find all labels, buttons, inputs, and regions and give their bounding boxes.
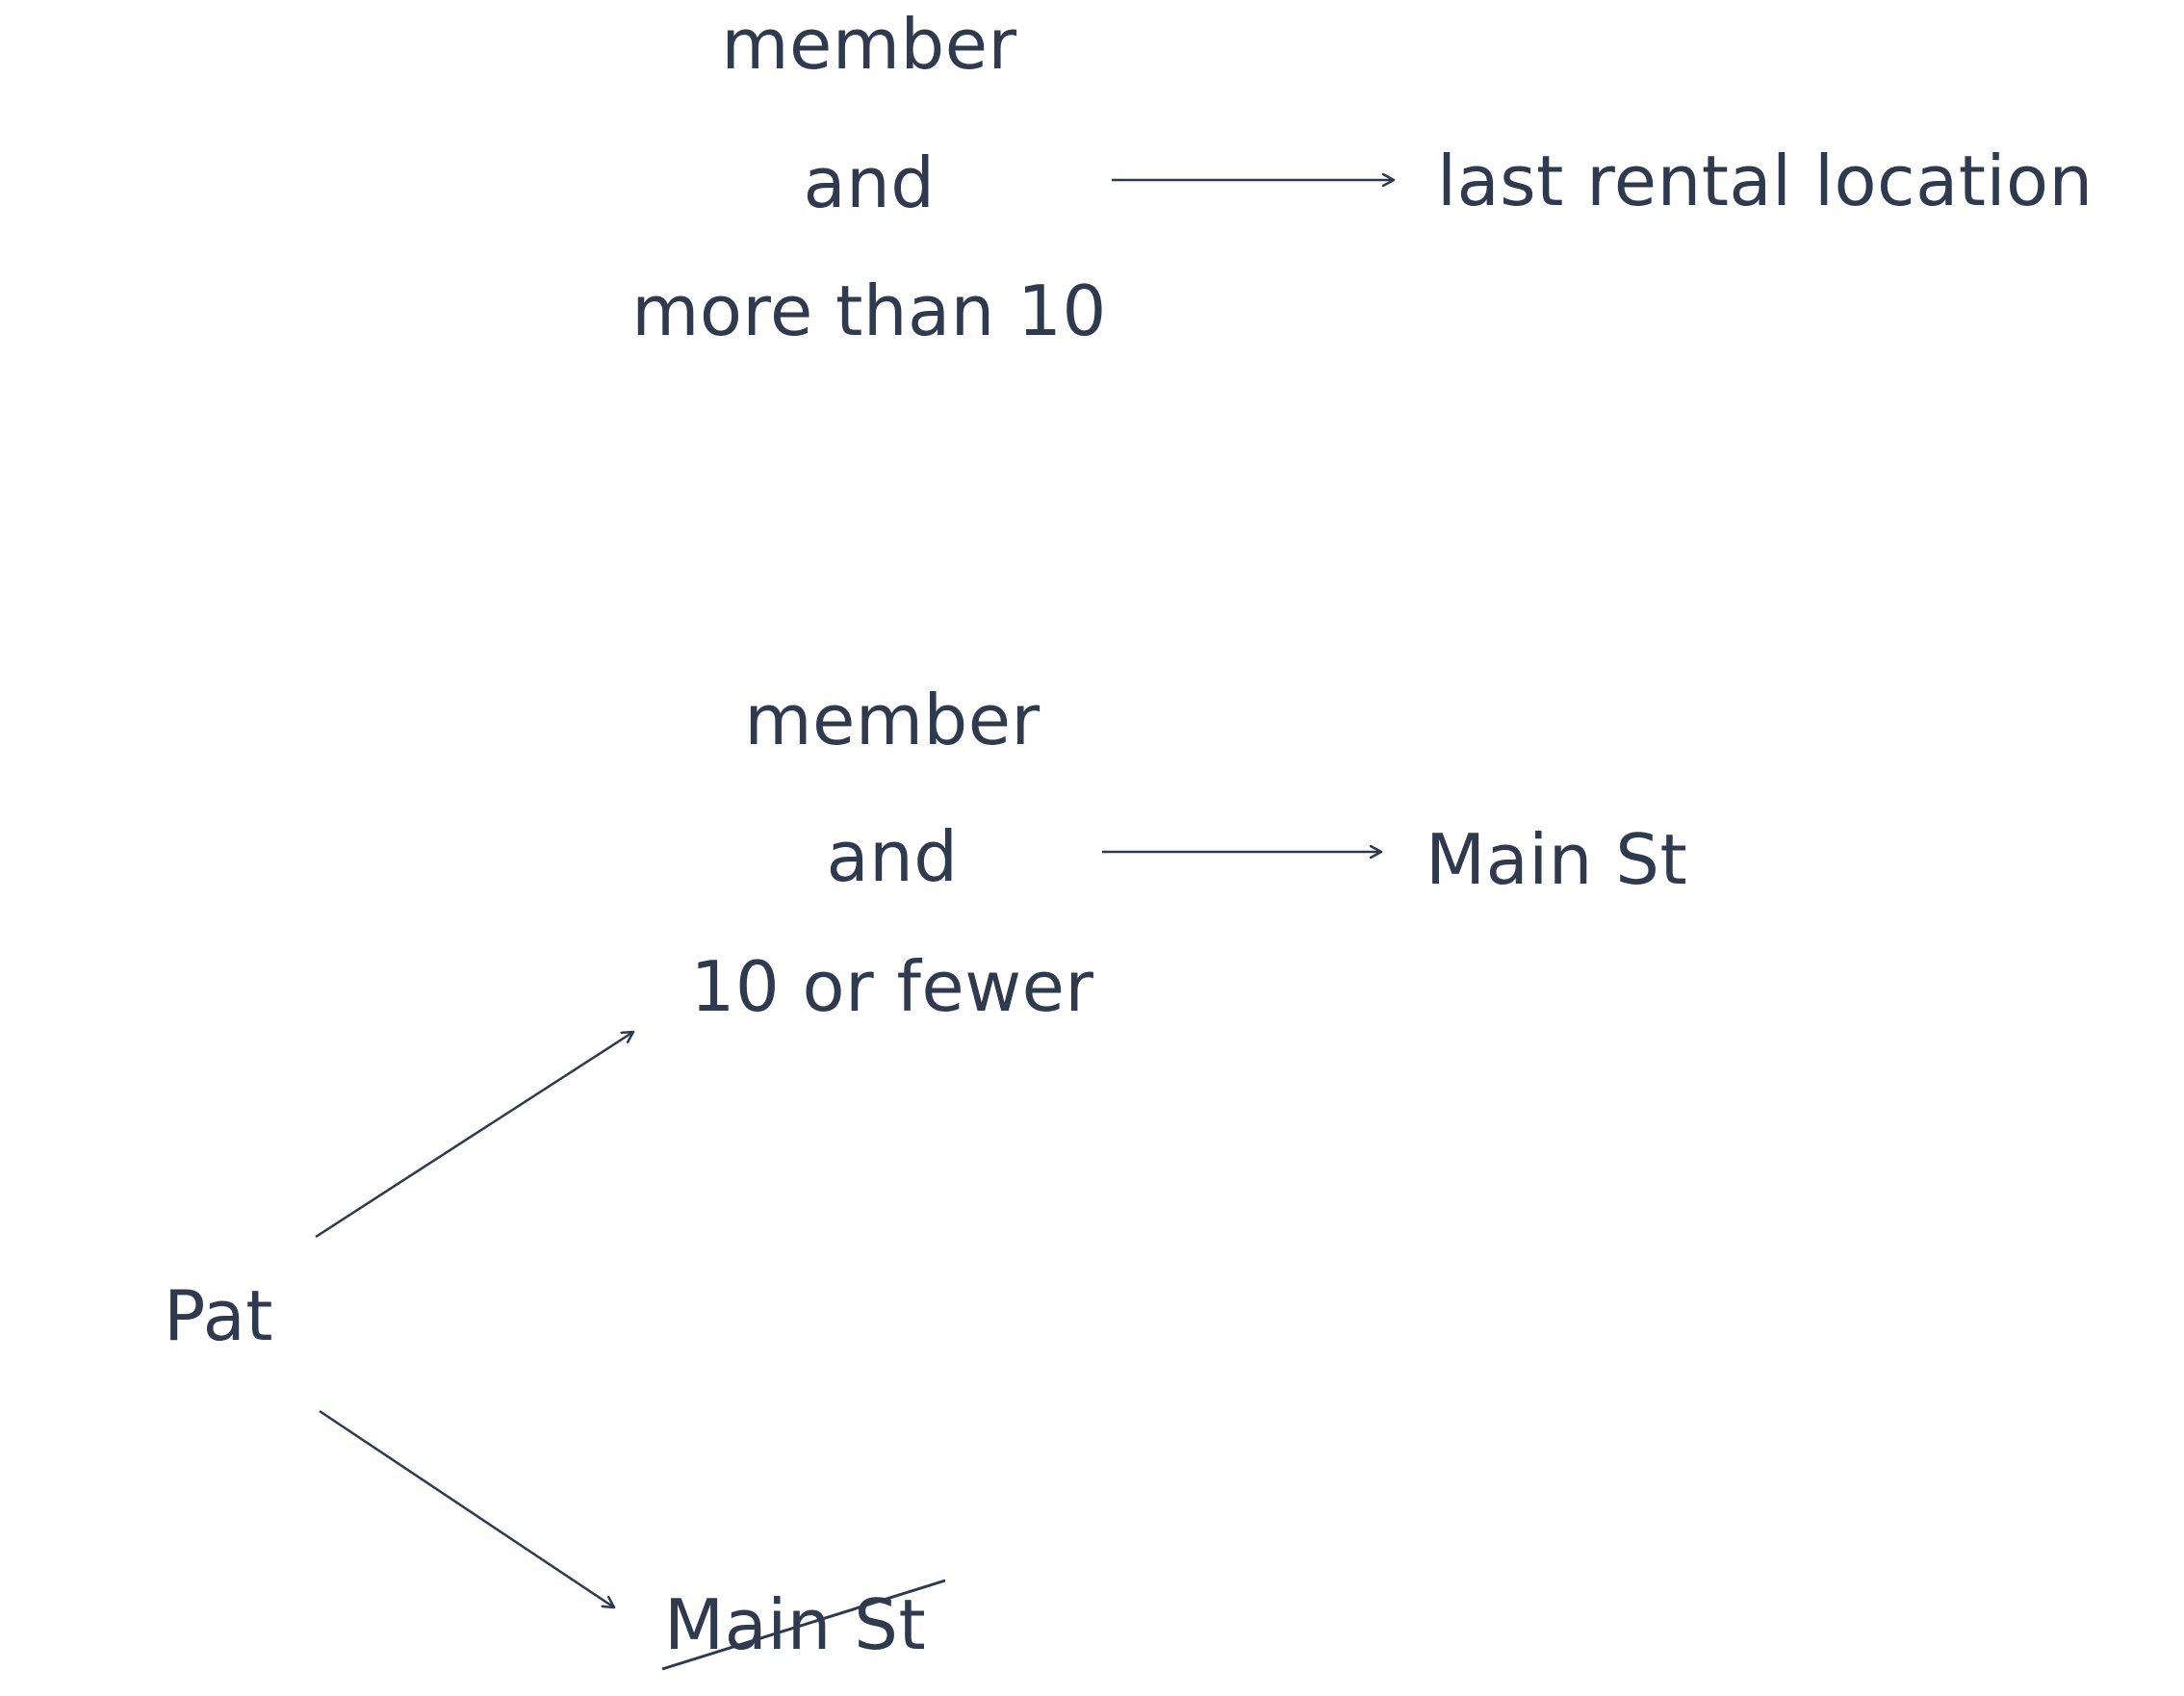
- middle-rule-condition-count: 10 or fewer: [690, 946, 1094, 1027]
- pat-to-crossed-result-arrow: [319, 1409, 614, 1607]
- strike-through-line: [661, 1579, 946, 1671]
- top-rule-condition-and: and: [803, 142, 936, 223]
- pat-to-rule-arrow: [315, 1032, 633, 1239]
- person-label: Pat: [164, 1275, 274, 1356]
- top-rule-result: last rental location: [1437, 141, 2094, 221]
- middle-rule-condition-member: member: [744, 680, 1041, 760]
- top-rule-condition-count: more than 10: [631, 270, 1107, 351]
- crossed-out-result: Main St: [664, 1584, 927, 1665]
- middle-rule-result: Main St: [1426, 819, 1688, 900]
- middle-rule-condition-and: and: [826, 816, 959, 897]
- top-rule-condition-member: member: [721, 4, 1017, 85]
